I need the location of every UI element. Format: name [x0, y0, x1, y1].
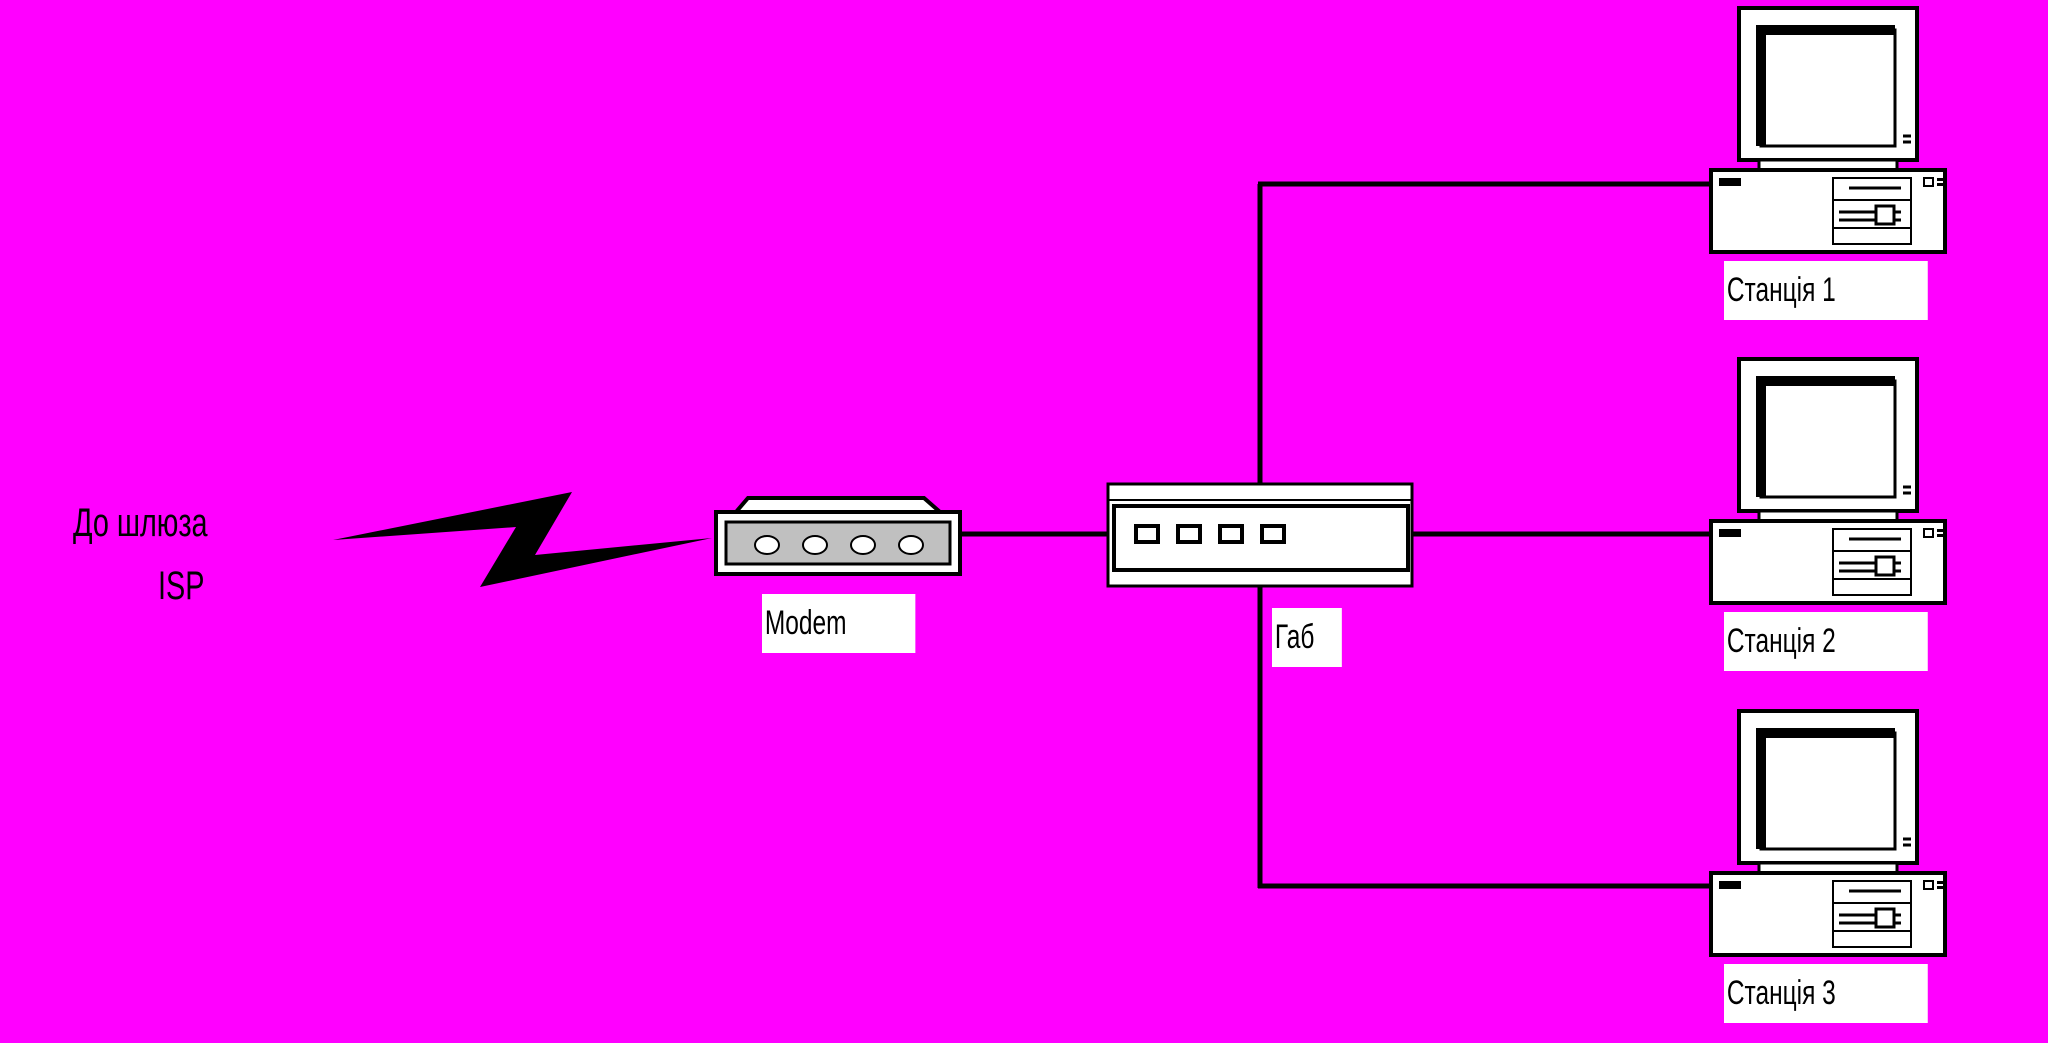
station-2-label: Станція 2 [1724, 612, 1928, 671]
hub-label: Габ [1272, 608, 1342, 667]
modem-label: Modem [762, 594, 916, 653]
station-1-label: Станція 1 [1724, 261, 1928, 320]
isp-label-line2: ISP [158, 564, 205, 608]
station-3-label: Станція 3 [1724, 964, 1928, 1023]
modem-icon [714, 496, 962, 576]
computer-icon [1711, 711, 1945, 955]
computer-icon [1711, 359, 1945, 603]
computer-icon [1711, 8, 1945, 252]
isp-label-line1: До шлюза [73, 501, 208, 545]
hub-icon [1106, 482, 1414, 588]
connection-lines [958, 181, 1712, 889]
lightning-icon [333, 492, 712, 587]
